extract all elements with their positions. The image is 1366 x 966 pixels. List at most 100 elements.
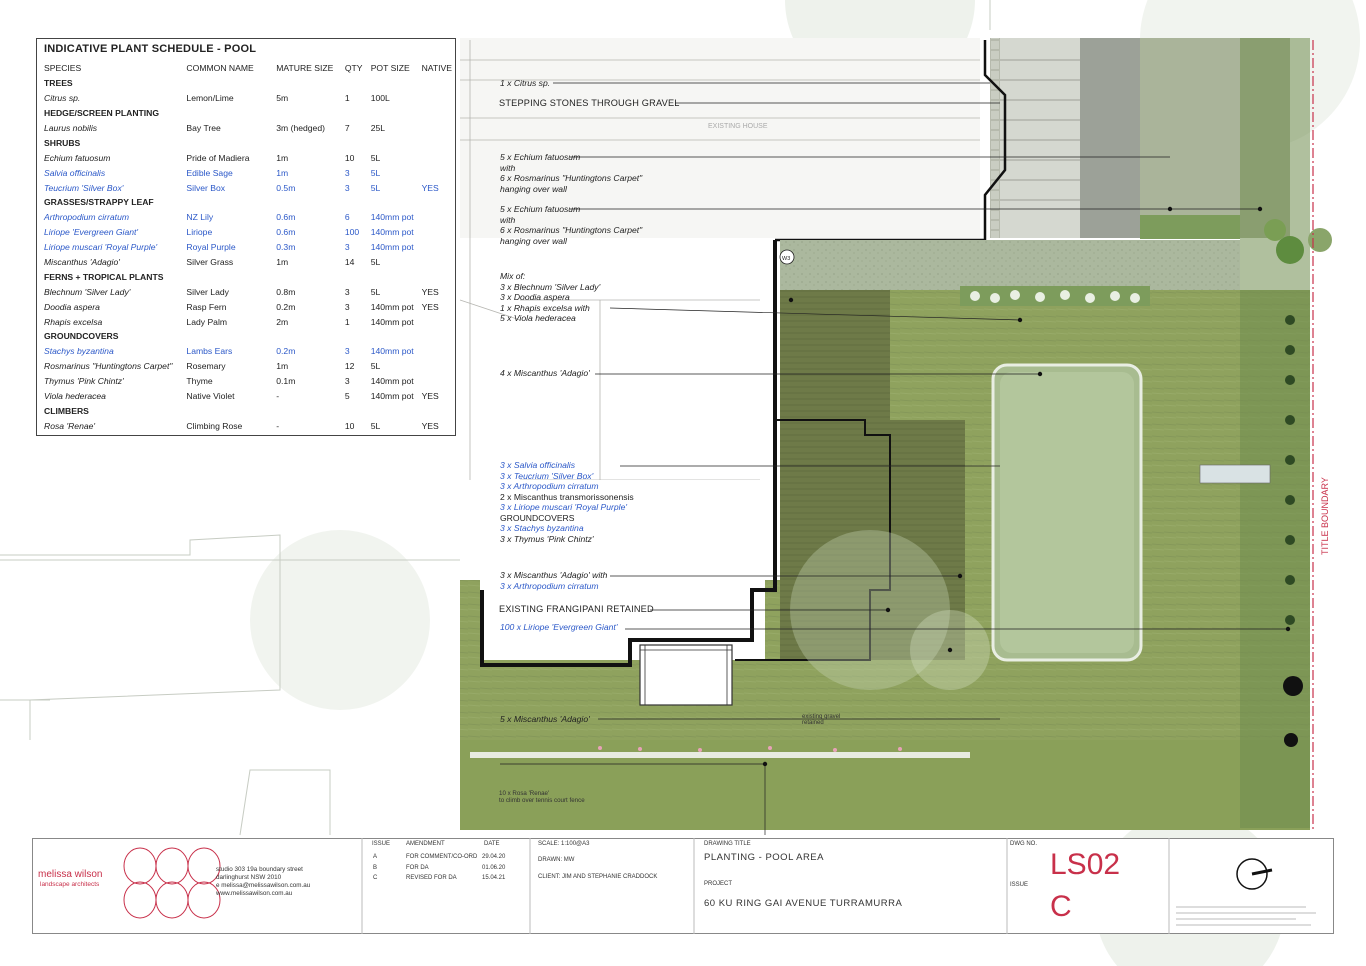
schedule-section-row: SHRUBS [41, 135, 455, 150]
label-fern-mix: Mix of:3 x Blechnum 'Silver Lady' 3 x Do… [500, 271, 601, 323]
w3-tag: W3 [782, 256, 790, 262]
notes-lines [1176, 906, 1316, 926]
label-liriope-100: 100 x Liriope 'Evergreen Giant' [500, 622, 618, 632]
schedule-cell-qty: 1 [344, 316, 350, 327]
label-garden-bed-group: 3 x Salvia officinalis 3 x Teucrium 'Sil… [500, 460, 634, 544]
schedule-cell-size: 0.2m [276, 346, 296, 357]
issue-cell-amend: FOR COMMENT/CO-ORD [406, 854, 478, 860]
schedule-cell-qty: 3 [344, 182, 350, 193]
dwg-no: LS02 [1050, 848, 1121, 881]
schedule-title: INDICATIVE PLANT SCHEDULE - POOL [44, 43, 257, 55]
schedule-section-row: TREES [41, 76, 455, 91]
schedule-cell-qty: 1 [344, 93, 350, 104]
schedule-cell-pot: 140mm pot [370, 227, 414, 238]
schedule-cell-species: Teucrium 'Silver Box' [44, 182, 124, 193]
issue-cell-date: 01.06.20 [482, 864, 506, 871]
schedule-cell-native: YES [421, 301, 439, 312]
schedule-cell-qty: 3 [344, 301, 350, 312]
schedule-cell-common: Silver Lady [186, 286, 229, 297]
drawing-title-label: DRAWING TITLE [704, 841, 751, 847]
issue-cell-date: 15.04.21 [482, 875, 506, 881]
schedule-section-heading: HEDGE/SCREEN PLANTING [44, 108, 160, 119]
schedule-column-header: NATIVE [421, 63, 452, 74]
schedule-cell-qty: 100 [344, 227, 360, 238]
schedule-cell-qty: 6 [344, 212, 350, 223]
schedule-cell-size: 0.5m [276, 182, 296, 193]
schedule-cell-pot: 25L [370, 123, 386, 133]
schedule-cell-common: Lady Palm [186, 316, 228, 327]
schedule-cell-size: 1m [276, 257, 289, 268]
title-block: melissa wilson landscape architects stud… [32, 838, 1334, 934]
schedule-cell-species: Liriope muscari 'Royal Purple' [44, 242, 158, 253]
schedule-cell-pot: 5L [370, 257, 381, 268]
issue-header: ISSUE [372, 841, 391, 847]
schedule-cell-species: Citrus sp. [44, 93, 81, 104]
schedule-cell-common: Liriope [186, 227, 213, 238]
schedule-cell-size: 2m [276, 316, 289, 327]
schedule-section-heading: CLIMBERS [44, 405, 89, 416]
schedule-cell-qty: 10 [344, 420, 355, 431]
company-name: melissa wilson [38, 869, 103, 880]
schedule-cell-native [419, 314, 455, 329]
schedule-cell-size: 5m [276, 93, 289, 104]
schedule-cell-size: - [276, 391, 280, 402]
schedule-cell-native [419, 150, 455, 165]
schedule-cell-size: 0.2m [276, 301, 296, 312]
schedule-cell-common: Bay Tree [186, 123, 221, 133]
existing-house-label: EXISTING HOUSE [708, 123, 768, 130]
title-boundary-label: TITLE BOUNDARY [1320, 477, 1330, 555]
label-stepping-stones: STEPPING STONES THROUGH GRAVEL [499, 98, 680, 108]
schedule-section-row: FERNS + TROPICAL PLANTS [41, 269, 455, 284]
schedule-cell-species: Rhapis excelsa [44, 316, 103, 327]
schedule-cell-qty: 3 [344, 376, 350, 387]
schedule-cell-pot: 140mm pot [370, 346, 414, 357]
drawing-title: PLANTING - POOL AREA [704, 852, 824, 863]
schedule-section-heading: SHRUBS [44, 137, 81, 148]
schedule-cell-native [419, 240, 455, 255]
project-name: 60 KU RING GAI AVENUE TURRAMURRA [704, 898, 903, 909]
schedule-section-row: HEDGE/SCREEN PLANTING [41, 106, 455, 121]
schedule-cell-species: Blechnum 'Silver Lady' [44, 286, 131, 297]
schedule-plant-row: Liriope muscari 'Royal Purple' Royal Purp… [41, 240, 455, 255]
schedule-cell-qty: 14 [344, 257, 355, 268]
issue-cell-issue: B [373, 864, 378, 871]
schedule-cell-size: 1m [276, 152, 289, 163]
schedule-section-heading: GRASSES/STRAPPY LEAF [44, 197, 154, 208]
schedule-cell-common: Climbing Rose [186, 420, 243, 431]
schedule-cell-qty: 3 [344, 346, 350, 357]
schedule-cell-pot: 140mm pot [370, 316, 414, 327]
schedule-cell-size: 1m [276, 167, 289, 178]
schedule-cell-common: Royal Purple [186, 242, 236, 253]
issue-cell-amend: FOR DA [406, 864, 429, 871]
schedule-cell-common: Pride of Madiera [186, 152, 250, 163]
schedule-cell-native: YES [421, 182, 439, 193]
schedule-cell-native [419, 91, 455, 106]
issue-cell-issue: C [373, 875, 378, 881]
schedule-cell-native [419, 374, 455, 389]
schedule-cell-pot: 140mm pot [370, 376, 414, 387]
issue-cell-date: 29.04.20 [482, 854, 506, 860]
company-subtitle: landscape architects [40, 881, 100, 888]
schedule-cell-native [419, 121, 455, 136]
dwg-no-label: DWG NO. [1010, 841, 1037, 847]
schedule-cell-species: Liriope 'Evergreen Giant' [44, 227, 139, 238]
schedule-column-header: POT SIZE [370, 63, 410, 74]
schedule-section-heading: TREES [44, 78, 73, 89]
title-block-frame [32, 838, 1334, 934]
drawn-by: DRAWN: MW [538, 857, 575, 863]
schedule-plant-row: Rhapis excelsa Lady Palm 2m 1 140mm pot [41, 314, 455, 329]
schedule-cell-common: NZ Lily [186, 212, 214, 223]
